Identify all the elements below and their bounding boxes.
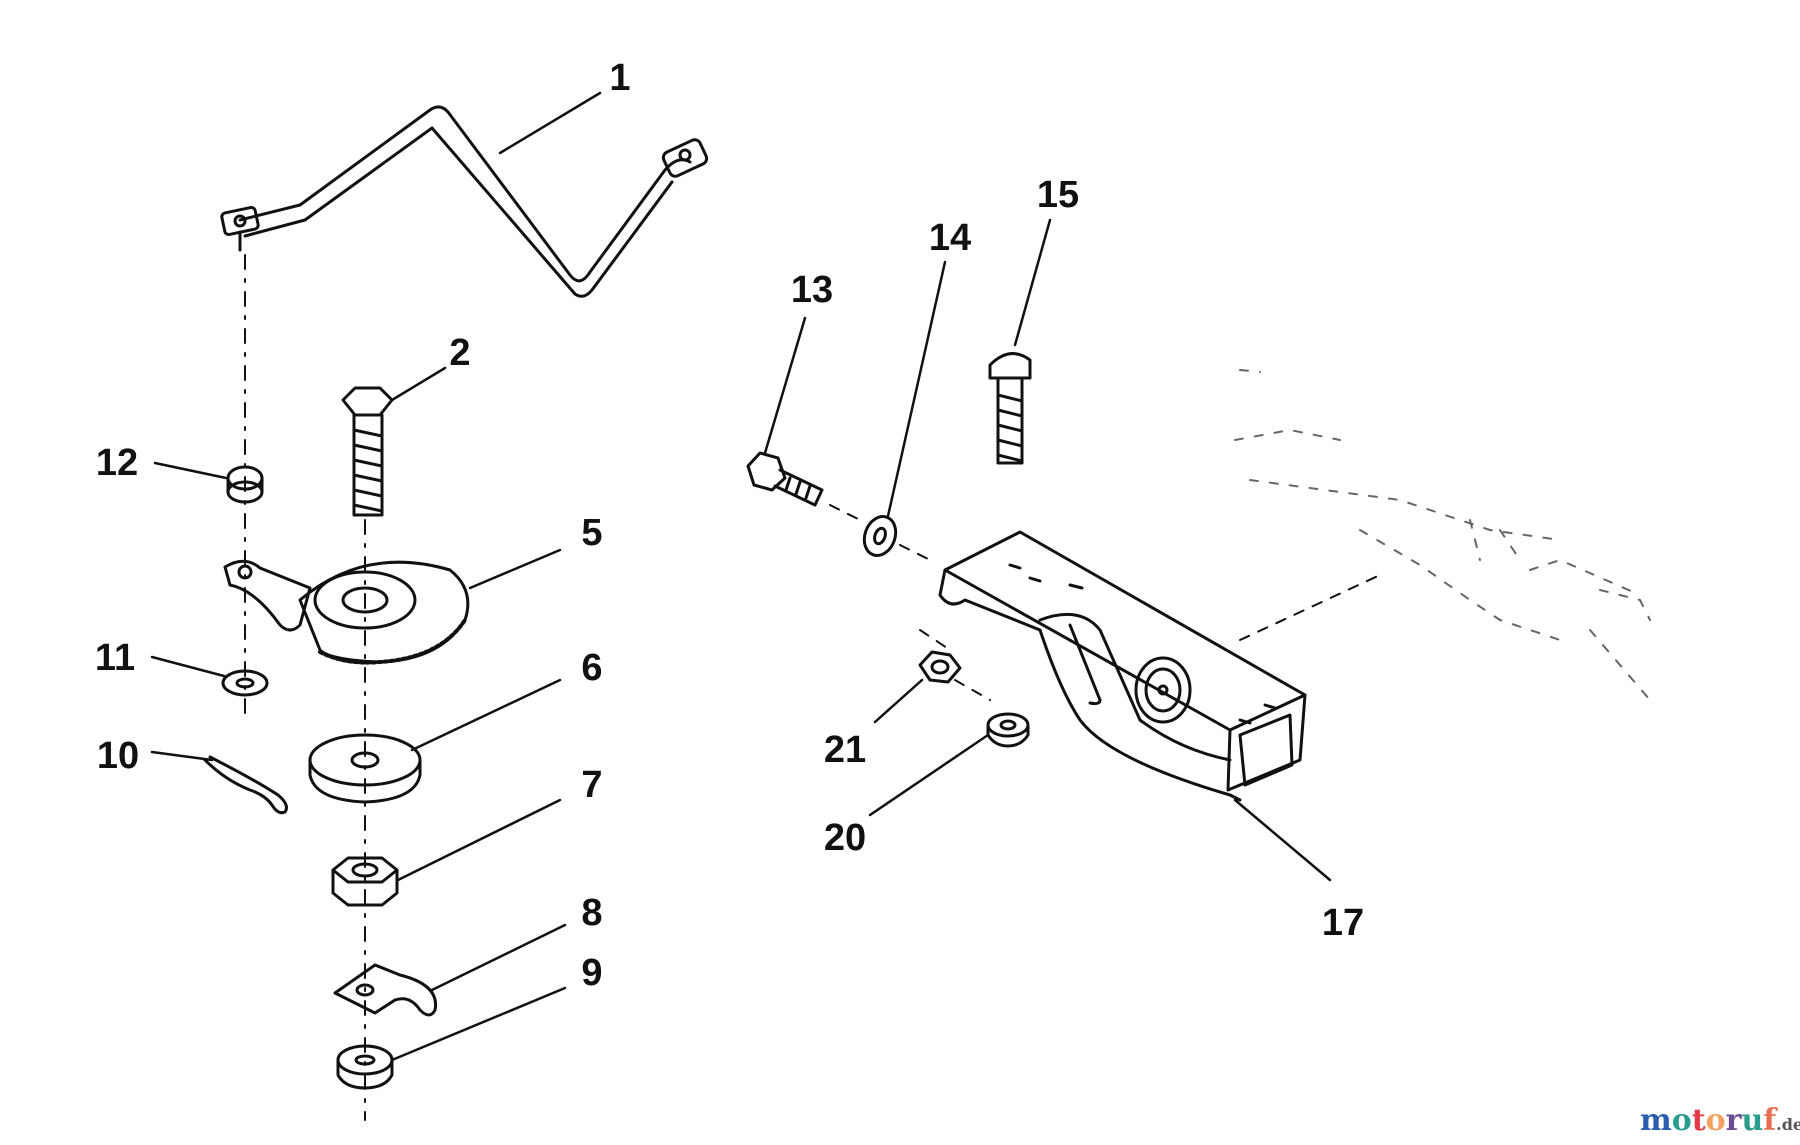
- label-21: 21: [824, 729, 866, 771]
- part-15-carriage-bolt: [988, 218, 1052, 465]
- label-7: 7: [581, 764, 602, 806]
- label-17: 17: [1322, 902, 1364, 944]
- label-10: 10: [97, 735, 139, 777]
- label-8: 8: [581, 892, 602, 934]
- label-5: 5: [581, 512, 602, 554]
- part-1-idler-rod: [220, 91, 709, 298]
- label-2: 2: [449, 332, 470, 374]
- label-15: 15: [1037, 174, 1079, 216]
- part-12-nut: [153, 461, 264, 504]
- part-17-bracket: [938, 530, 1332, 882]
- label-11: 11: [95, 637, 135, 679]
- watermark-letter: m: [1640, 1103, 1672, 1138]
- watermark-letter: r: [1726, 1103, 1743, 1138]
- part-5-idler-bracket: [223, 548, 562, 665]
- watermark-letter: t: [1692, 1103, 1706, 1138]
- label-20: 20: [824, 817, 866, 859]
- part-9-nut: [336, 986, 567, 1090]
- label-6: 6: [581, 647, 602, 689]
- part-2-hex-bolt: [341, 366, 447, 517]
- watermark-logo: motoruf.de: [1640, 1103, 1800, 1138]
- part-13-hex-bolt: [746, 316, 824, 507]
- watermark-letter: o: [1672, 1103, 1692, 1138]
- part-14-washer: [862, 260, 947, 557]
- label-1: 1: [609, 57, 630, 99]
- watermark-letter: f: [1763, 1103, 1778, 1138]
- part-6-idler-pulley: [308, 678, 562, 804]
- part-8-clip: [333, 923, 567, 1017]
- assembly-axis-line: [244, 254, 366, 1121]
- part-11-washer: [150, 655, 269, 697]
- watermark-letter: o: [1706, 1103, 1726, 1138]
- part-10-cotter-pin: [150, 750, 288, 815]
- part-labels: 1 2 5 6 7 8 9 10 11 12 13 14 15 17 20 21: [95, 57, 1364, 994]
- watermark-letter: u: [1741, 1103, 1763, 1138]
- assembly-path-lines: [829, 504, 1381, 701]
- label-12: 12: [96, 442, 138, 484]
- background-chassis-dashed: [1234, 369, 1651, 701]
- label-9: 9: [581, 952, 602, 994]
- part-21-nut: [873, 650, 962, 724]
- watermark-text: motoruf.de: [1640, 1103, 1800, 1138]
- label-13: 13: [791, 269, 833, 311]
- part-7-hex-nut: [331, 798, 562, 907]
- label-14: 14: [929, 217, 971, 259]
- part-20-nut: [868, 712, 1030, 817]
